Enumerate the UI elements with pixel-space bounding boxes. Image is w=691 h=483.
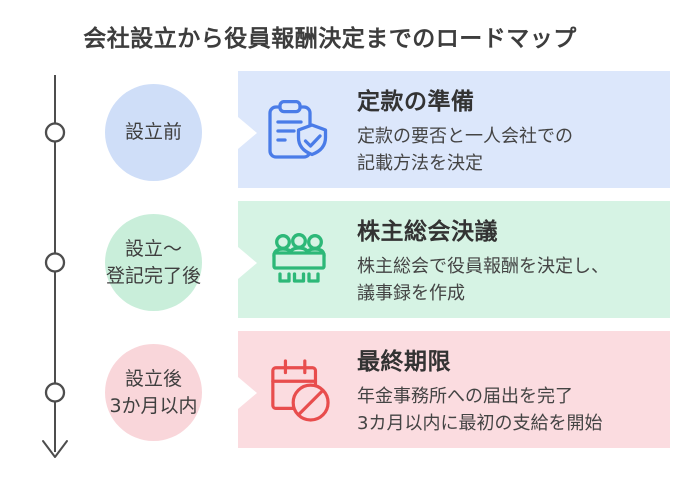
calendar-deadline-icon xyxy=(268,357,330,423)
stage-label-circle: 設立前 xyxy=(105,84,202,181)
card-notch-arrow xyxy=(238,247,257,279)
timeline-node xyxy=(44,382,66,403)
card-notch-arrow xyxy=(238,117,257,149)
stage-card-heading: 株主総会決議 xyxy=(357,218,498,245)
stage-label-circle: 設立後 3か月以内 xyxy=(105,344,202,441)
stage-label-line: 3か月以内 xyxy=(109,394,198,417)
stage-card-body: 株主総会で役員報酬を決定し、 議事録を作成 xyxy=(357,253,609,308)
body-line: 株主総会で役員報酬を決定し、 xyxy=(357,255,609,277)
timeline-node xyxy=(44,122,66,143)
stage-card: 最終期限 年金事務所への届出を完了 3カ月以内に最初の支給を開始 xyxy=(238,331,670,448)
card-notch-arrow xyxy=(238,377,257,409)
stage-card-text: 定款の準備 定款の要否と一人会社での 記載方法を決定 xyxy=(357,82,573,178)
body-line: 記載方法を決定 xyxy=(357,153,483,174)
stage-card-heading: 定款の準備 xyxy=(357,88,475,115)
stage-label-line: 設立後 xyxy=(124,367,182,390)
stage-card: 定款の準備 定款の要否と一人会社での 記載方法を決定 xyxy=(238,71,670,188)
body-line: 年金事務所への届出を完了 xyxy=(357,385,573,407)
stage-card-body: 定款の要否と一人会社での 記載方法を決定 xyxy=(357,123,573,178)
body-line: 3カ月以内に最初の支給を開始 xyxy=(357,413,603,434)
stage-row-after-registration: 設立～ 登記完了後 株主総会決議 xyxy=(0,201,691,318)
stage-label-line: 設立～ xyxy=(124,237,182,260)
stage-card-heading: 最終期限 xyxy=(357,348,451,375)
body-line: 定款の要否と一人会社での xyxy=(357,125,573,147)
timeline-node xyxy=(44,252,66,273)
stage-label-line: 設立前 xyxy=(124,121,182,144)
stage-card-text: 最終期限 年金事務所への届出を完了 3カ月以内に最初の支給を開始 xyxy=(357,342,602,438)
stage-card-body: 年金事務所への届出を完了 3カ月以内に最初の支給を開始 xyxy=(357,383,602,438)
stage-row-final-deadline: 設立後 3か月以内 最終期限 年金事務所への届出を完了 3カ月以内に最初の支給を… xyxy=(0,331,691,448)
stage-label-circle: 設立～ 登記完了後 xyxy=(105,214,202,311)
arrow-down-icon xyxy=(42,440,68,458)
stage-row-before-incorporation: 設立前 定款の準備 定款の要否と一人会社での 記載方法を決定 xyxy=(0,71,691,188)
clipboard-check-icon xyxy=(268,99,330,160)
stage-card-text: 株主総会決議 株主総会で役員報酬を決定し、 議事録を作成 xyxy=(357,212,609,308)
stage-card: 株主総会決議 株主総会で役員報酬を決定し、 議事録を作成 xyxy=(238,201,670,318)
body-line: 議事録を作成 xyxy=(357,283,465,304)
page-title: 会社設立から役員報酬決定までのロードマップ xyxy=(83,26,577,52)
meeting-table-icon xyxy=(268,232,330,287)
stage-label-line: 登記完了後 xyxy=(105,264,201,287)
timeline xyxy=(42,75,68,458)
